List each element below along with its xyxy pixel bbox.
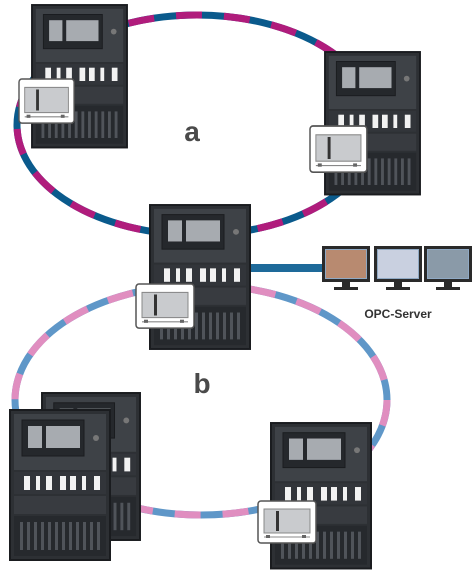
fire-panel-bottom-left-front: [9, 409, 111, 561]
ring-a-label: a: [184, 116, 200, 147]
opc-server-label: OPC-Server: [364, 307, 432, 321]
remote-keypad-top-right: [309, 125, 368, 174]
opc-server-workstation: [322, 246, 472, 290]
ring-b-label: b: [193, 368, 210, 399]
ring-b-loop-dash: [11, 281, 391, 519]
fire-panel-top-left: [31, 4, 128, 149]
remote-keypad-center: [135, 283, 195, 329]
fire-panel-top-right: [324, 51, 421, 196]
remote-keypad-bottom-right: [257, 500, 317, 544]
remote-keypad-top-left: [18, 78, 75, 124]
fire-panel-bottom-right: [270, 422, 372, 570]
opc-link: [245, 264, 325, 272]
